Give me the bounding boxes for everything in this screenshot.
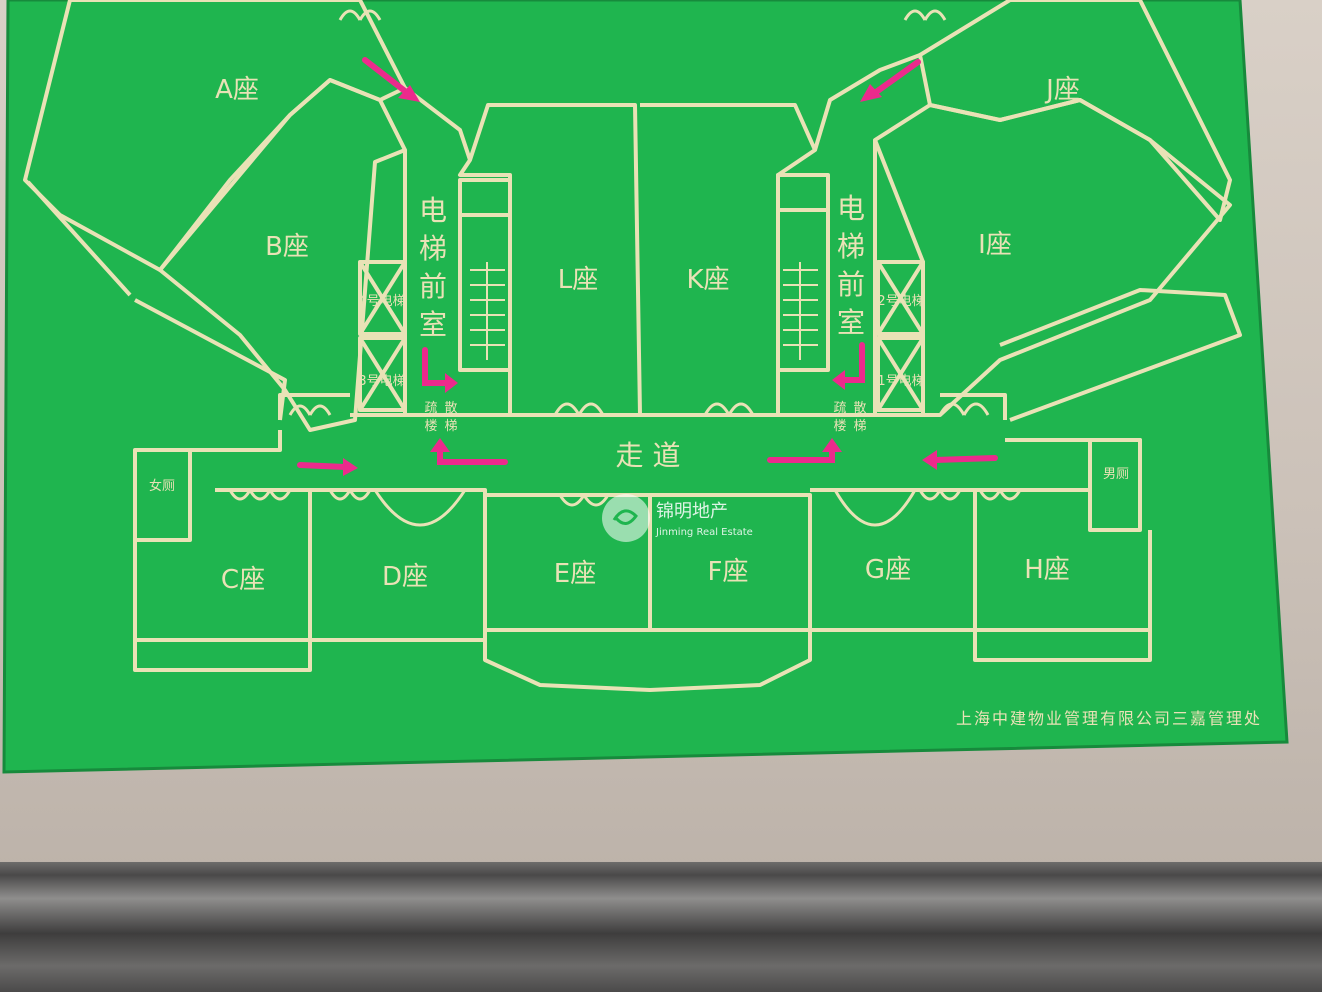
stair-left-char-1: 疏 [424,401,437,416]
swirl-logo-icon [602,494,650,542]
steel-ledge [0,862,1322,992]
arrow-left-lobby [422,347,451,386]
lobby-right-char-1: 电 [837,192,865,225]
arrow-a-stair [362,57,413,98]
restroom-female-box [133,448,192,542]
unit-labels: A座 B座 L座 K座 I座 J座 C座 D座 E座 F座 G座 H座 [215,75,1080,595]
small-labels: 4号电梯 3号电梯 2号电梯 1号电梯 疏 楼 散 梯 疏 楼 散 梯 女厕 男… [149,294,1129,494]
arrow-right-restroom [932,455,998,463]
corridor-label: 走 道 [616,439,681,472]
unit-j-outline [918,0,1232,222]
door-arcs [228,9,1022,527]
stair-right-char-4: 梯 [853,419,866,434]
unit-g-label: G座 [865,555,911,585]
floor-plan-sign: A座 B座 L座 K座 I座 J座 C座 D座 E座 F座 G座 H座 电 梯 … [2,0,1289,774]
unit-i-label: I座 [978,230,1012,260]
restroom-male-box [1088,438,1142,532]
unit-a-label: A座 [215,75,259,105]
elevator-lobby-labels: 电 梯 前 室 电 梯 前 室 [419,192,865,341]
core-right-top [813,53,921,151]
elevator-4-label: 4号电梯 [358,294,405,309]
elevator-2-label: 2号电梯 [877,294,924,309]
unit-b-label: B座 [265,232,309,262]
stair-right-char-2: 楼 [833,419,846,434]
arrow-left-corridor [437,445,508,465]
arrow-right-lobby [839,342,865,383]
management-footer: 上海中建物业管理有限公司三嘉管理处 [956,709,1262,728]
board-panel [4,0,1287,772]
unit-c-label: C座 [221,565,265,595]
wing-left-edge [26,180,132,297]
stair-left-char-2: 楼 [424,419,437,434]
unit-l-label: L座 [558,265,599,295]
stair-left-char-3: 散 [444,401,457,416]
lower-block-outline [133,530,1152,692]
evacuation-arrows [297,57,998,476]
lobby-right-char-3: 前 [837,268,865,301]
stair-left-char-4: 梯 [444,419,457,434]
lower-corridor-line [215,488,487,640]
unit-b-outline [158,78,407,432]
watermark-name-en: Jinming Real Estate [655,527,753,538]
stair-right [776,173,830,372]
arrow-left-restroom [297,462,348,470]
stair-right-char-1: 疏 [833,401,846,416]
lobby-left-char-4: 室 [419,308,447,341]
elevator-1-label: 1号电梯 [877,374,924,389]
stair-right-steps [783,262,818,360]
lobby-left-char-1: 电 [419,194,447,227]
unit-k-label: K座 [686,265,729,295]
unit-e-label: E座 [554,559,596,589]
restroom-male-label: 男厕 [1103,467,1129,482]
floor-plan-lines [23,0,1242,692]
board-shade [2,0,1289,774]
lobby-right-char-4: 室 [837,306,865,339]
corridor-top-right [940,393,1007,420]
lobby-left-char-3: 前 [419,270,447,303]
restroom-female-label: 女厕 [149,478,175,494]
lower-top-mid [485,493,812,630]
lobby-right-char-2: 梯 [837,230,865,263]
unit-d-label: D座 [382,562,428,592]
watermark-name-cn: 锦明地产 [656,501,728,522]
unit-f-label: F座 [708,557,749,587]
wing-right-inner [999,288,1242,422]
watermark: 锦明地产 Jinming Real Estate [602,494,753,542]
lobby-left-char-2: 梯 [419,232,447,265]
unit-j-label: J座 [1044,75,1080,105]
stair-left [458,178,512,372]
corridor-top-left [278,393,350,420]
unit-h-label: H座 [1024,555,1070,585]
arrow-j-stair [869,59,921,98]
stair-right-char-3: 散 [853,401,866,416]
stair-left-steps [470,262,505,360]
elevator-3-label: 3号电梯 [358,374,405,389]
